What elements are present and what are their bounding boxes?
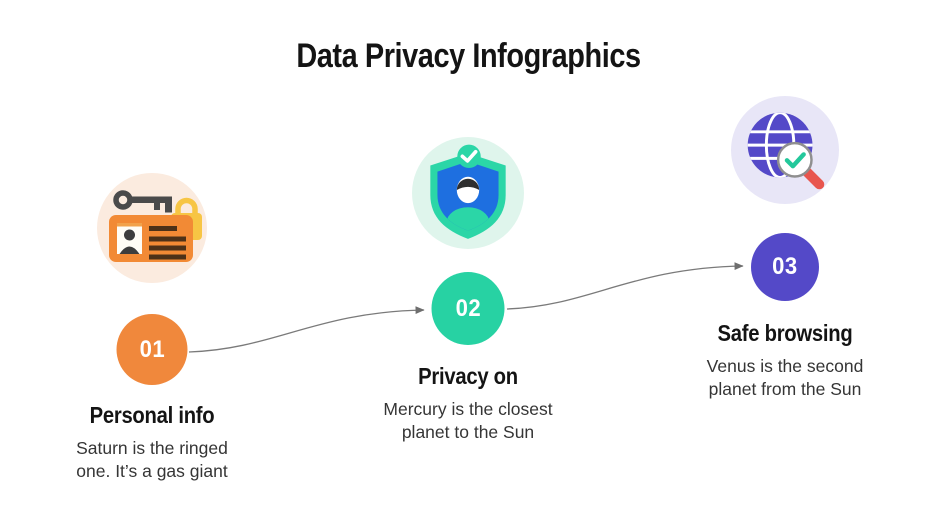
step-3: 03 Safe browsing Venus is the second pla…	[655, 0, 915, 527]
page-title: Data Privacy Infographics	[296, 37, 641, 75]
step-3-number: 03	[772, 253, 798, 280]
step-2-heading: Privacy on	[418, 363, 518, 389]
shield-user-check-icon	[430, 144, 506, 239]
step-2-description: Mercury is the closest planet to the Sun	[383, 399, 553, 443]
step-3-number-badge: 03	[751, 233, 819, 301]
step-3-icon-bubble	[731, 96, 839, 204]
step-1-number: 01	[139, 335, 165, 363]
step-2-number-badge: 02	[431, 272, 505, 345]
step-1-icon-bubble	[97, 173, 207, 283]
step-2-number: 02	[455, 294, 481, 322]
step-2-icon-bubble	[412, 137, 524, 249]
step-1-number-badge: 01	[116, 314, 188, 385]
step-1-heading: Personal info	[89, 402, 215, 428]
id-card-lock-icon	[109, 190, 202, 262]
step-1-description: Saturn is the ringed one. It’s a gas gia…	[76, 438, 228, 482]
step-1: 01 Personal info Saturn is the ringed on…	[22, 0, 282, 527]
step-2: 02 Privacy on Mercury is the closest pla…	[338, 0, 598, 527]
step-3-description: Venus is the second planet from the Sun	[706, 356, 864, 400]
step-3-heading: Safe browsing	[717, 320, 853, 346]
globe-search-icon	[747, 112, 825, 190]
